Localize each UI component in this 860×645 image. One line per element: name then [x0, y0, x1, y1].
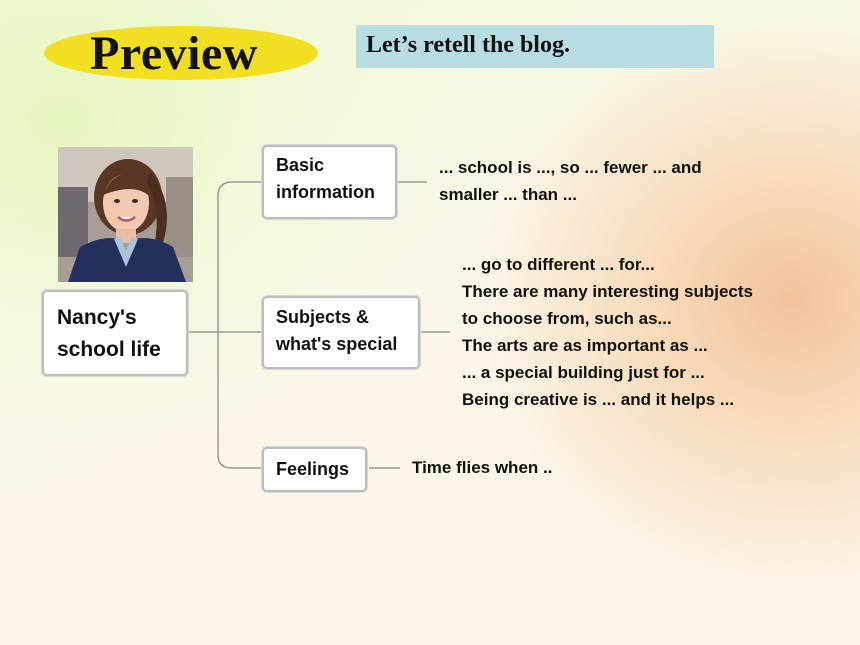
hint-subjects-special: ... go to different ... for... There are…	[462, 251, 753, 413]
branch-label-line: Feelings	[276, 459, 350, 479]
root-node-line-2: school life	[57, 338, 161, 361]
preview-label: Preview	[90, 26, 258, 80]
branch-feelings: Feelings	[262, 447, 367, 492]
hint-line: There are many interesting subjects	[462, 282, 753, 301]
student-photo	[58, 147, 193, 282]
preview-badge: Preview	[44, 26, 318, 80]
hint-line: ... a special building just for ...	[462, 363, 705, 382]
branch-subjects-special: Subjects & what's special	[262, 296, 420, 369]
hint-line: to choose from, such as...	[462, 309, 672, 328]
hint-line: smaller ... than ...	[439, 185, 577, 204]
branch-basic-information: Basic information	[262, 145, 397, 219]
branch-label-line: Basic	[276, 155, 325, 175]
root-node: Nancy's school life	[42, 290, 188, 376]
hint-line: Being creative is ... and it helps ...	[462, 390, 735, 409]
hint-basic-information: ... school is ..., so ... fewer ... and …	[439, 154, 702, 208]
hint-line: Time flies when ..	[412, 458, 553, 477]
branch-label-line: what's special	[276, 334, 398, 354]
hint-line: ... go to different ... for...	[462, 255, 655, 274]
student-portrait-image	[58, 147, 193, 282]
branch-label-line: Subjects &	[276, 307, 370, 327]
root-node-line-1: Nancy's	[57, 306, 137, 329]
hint-line: ... school is ..., so ... fewer ... and	[439, 158, 702, 177]
branch-label-line: information	[276, 182, 375, 202]
instruction-banner: Let’s retell the blog.	[356, 25, 714, 68]
hint-line: The arts are as important as ...	[462, 336, 708, 355]
hint-feelings: Time flies when ..	[412, 454, 552, 481]
